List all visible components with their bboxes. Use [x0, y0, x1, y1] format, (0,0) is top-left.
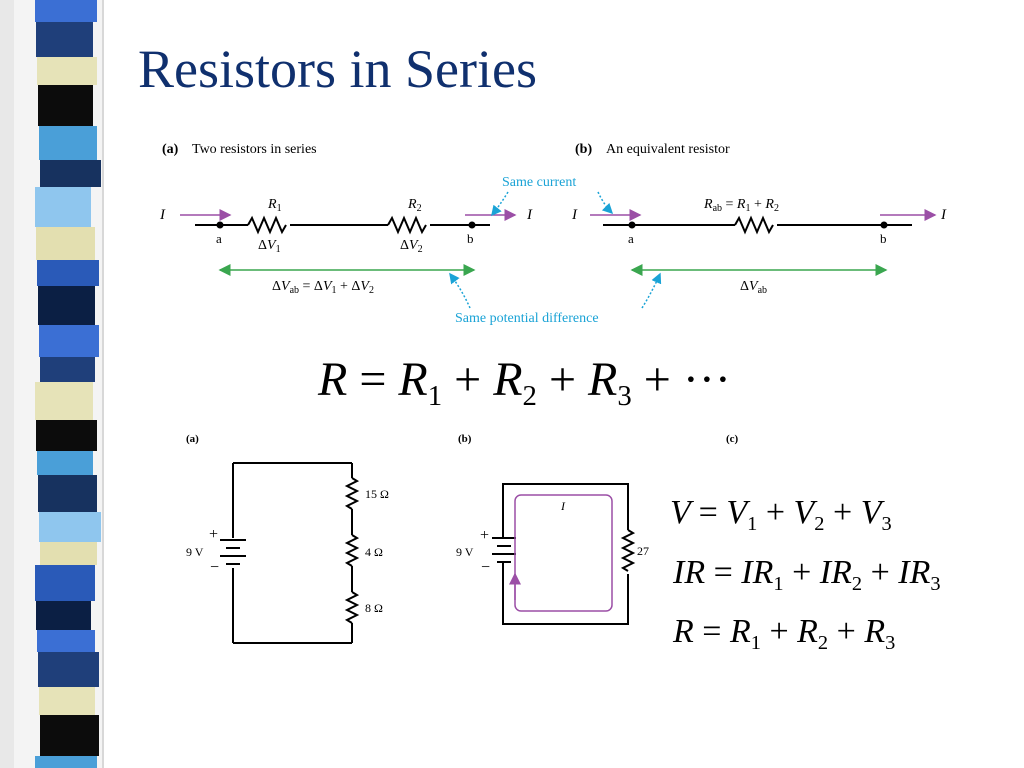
r3-value: 8 Ω [365, 601, 383, 615]
decorative-stripe [0, 0, 118, 768]
node-a-label: a [216, 231, 222, 246]
voltage-equation: V = V1 + V2 + V3 [670, 494, 892, 536]
dv1-label: ΔV1 [258, 238, 281, 255]
resistor-rab [734, 215, 774, 235]
circuit-b-label: (b) [458, 433, 472, 445]
node-b-label-b: b [880, 231, 887, 246]
current-label-b-left: I [571, 207, 578, 223]
panel-b-caption: An equivalent resistor [606, 142, 730, 157]
current-label-b-right: I [940, 207, 947, 223]
resistor-15 [344, 477, 360, 510]
battery-minus-b: − [481, 559, 490, 576]
r1-label: R1 [267, 197, 282, 214]
same-current-callout: Same current [502, 175, 576, 190]
circuit-b: + − 9 V 27 I [456, 483, 649, 625]
panel-b-label: (b) [575, 142, 592, 157]
panel-b-circuit: I I a b Rab = R1 + R2 ΔVab [571, 197, 947, 296]
resistor-27 [620, 529, 636, 572]
battery-plus-a: + [209, 526, 218, 543]
panel-a-label: (a) [162, 142, 179, 157]
r2-label: R2 [407, 197, 422, 214]
battery-voltage-b: 9 V [456, 545, 474, 559]
rab-equation: Rab = R1 + R2 [703, 197, 779, 214]
same-potential-callout: Same potential difference [455, 311, 599, 326]
dvab-sum-label: ΔVab = ΔV1 + ΔV2 [272, 279, 374, 296]
battery-plus-b: + [480, 527, 489, 544]
dvab-label: ΔVab [740, 279, 767, 296]
node-a-dot [216, 221, 224, 229]
current-label-left: I [159, 207, 166, 223]
resistance-equation: R = R1 + R2 + R3 [673, 613, 896, 655]
battery-minus-a: − [210, 559, 219, 576]
current-loop [514, 494, 613, 612]
circuit-a-label: (a) [186, 433, 199, 445]
panel-a-circuit: I I a b R1 R2 ΔV1 ΔV2 ΔVab = ΔV1 + ΔV2 [159, 197, 533, 296]
ohms-law-equation: IR = IR1 + IR2 + IR3 [673, 554, 941, 596]
main-equation: R = R1 + R2 + R3 + ··· [318, 353, 731, 413]
page-title: Resistors in Series [138, 39, 537, 99]
resistor-8 [344, 591, 360, 624]
node-b-label: b [467, 231, 474, 246]
resistor-r2 [387, 215, 427, 235]
node-b-dot [468, 221, 476, 229]
circuit-a: + − 9 V 15 Ω 4 Ω 8 Ω [186, 462, 389, 644]
node-a-label-b: a [628, 231, 634, 246]
r2-value: 4 Ω [365, 545, 383, 559]
resistor-r1 [247, 215, 287, 235]
circuit-c-label: (c) [726, 433, 739, 445]
r-equivalent-value: 27 [637, 544, 649, 558]
current-label-right: I [526, 207, 533, 223]
r1-value: 15 Ω [365, 487, 389, 501]
dv2-label: ΔV2 [400, 238, 423, 255]
panel-a-caption: Two resistors in series [192, 142, 317, 157]
battery-voltage-a: 9 V [186, 545, 204, 559]
loop-current-label: I [560, 499, 566, 513]
resistor-4 [344, 534, 360, 567]
